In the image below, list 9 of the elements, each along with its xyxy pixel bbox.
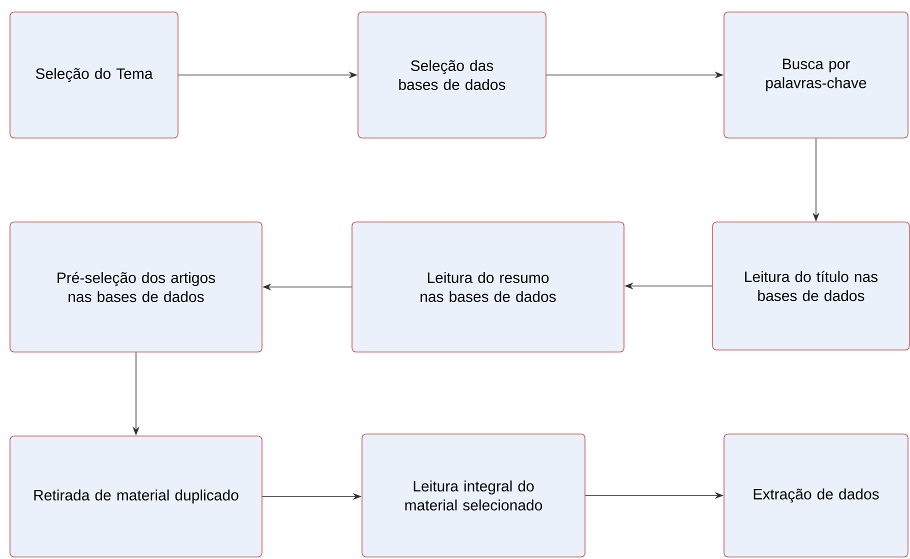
process-box: Seleção das bases de dados: [358, 12, 546, 138]
process-box: Leitura integral do material selecionado: [362, 434, 586, 558]
process-box: Leitura do título nas bases de dados: [712, 222, 910, 350]
process-box: Seleção do Tema: [10, 12, 178, 138]
process-box: Busca por palavras-chave: [724, 12, 908, 138]
process-box: Extração de dados: [724, 434, 908, 558]
process-box: Pré-seleção dos artigos nas bases de dados: [10, 222, 262, 352]
process-box: Retirada de material duplicado: [10, 436, 262, 558]
process-box: Leitura do resumo nas bases de dados: [352, 222, 624, 352]
